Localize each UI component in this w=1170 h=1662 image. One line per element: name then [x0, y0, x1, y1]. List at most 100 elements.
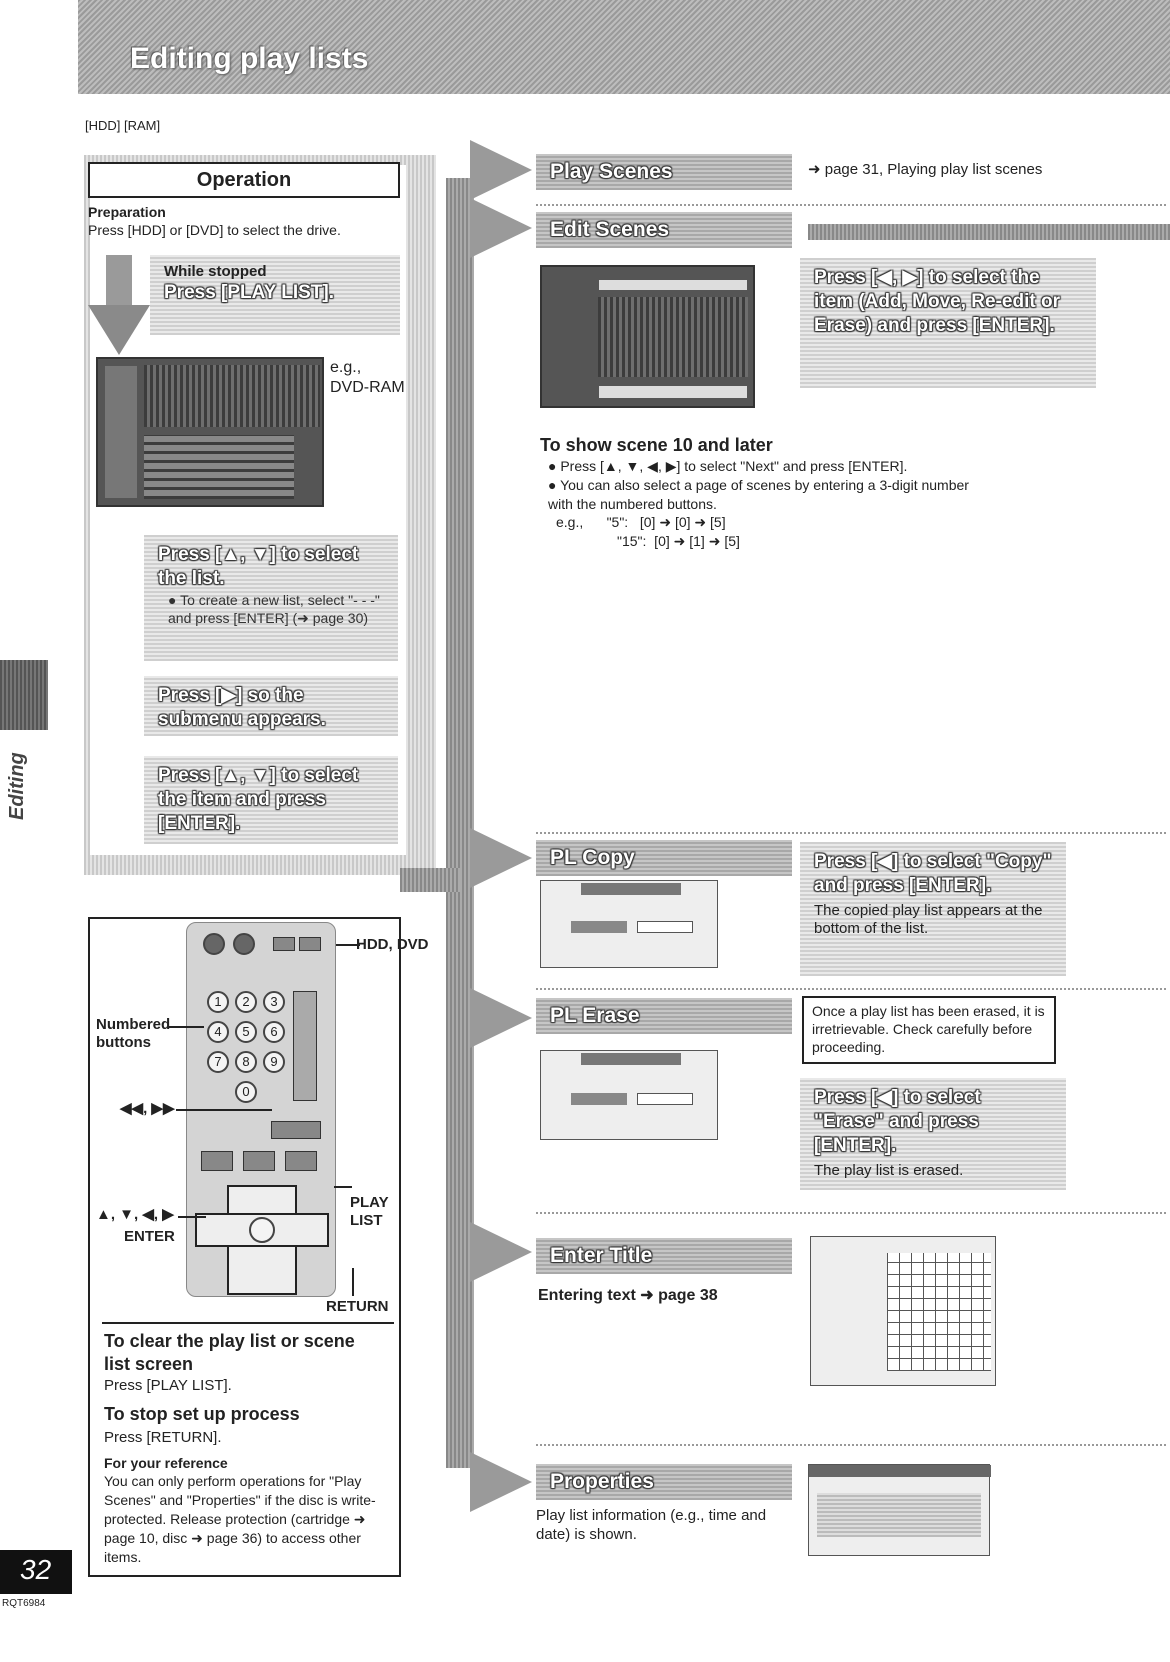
skip-keys: [271, 1121, 321, 1139]
leader-line: [336, 944, 360, 946]
hdd-dvd-callout: HDD, DVD: [356, 936, 429, 953]
skip-callout: ◀◀, ▶▶: [120, 1100, 175, 1117]
key-1: 1: [207, 991, 229, 1013]
stop-text: Press [RETURN].: [104, 1429, 222, 1446]
enter-title-heading: Enter Title: [536, 1238, 792, 1274]
erase-warning: Once a play list has been erased, it is …: [802, 996, 1056, 1064]
arrow-right-icon: [470, 988, 532, 1048]
document-code: RQT6984: [2, 1598, 46, 1609]
page-number: 32: [0, 1550, 72, 1594]
erase-dialog-image: [540, 1050, 718, 1140]
play-list-screen-image: [96, 357, 324, 507]
step-show-submenu: Press [▶] so the submenu appears.: [144, 676, 398, 736]
leader-line: [352, 1268, 354, 1296]
pl-copy-instruction: Press [◀] to select "Copy" and press [EN…: [814, 851, 1052, 896]
leader-line: [176, 1109, 272, 1111]
return-callout: RETURN: [326, 1298, 389, 1315]
scene-bullet-2: ● You can also select a page of scenes b…: [548, 477, 969, 512]
key-0: 0: [235, 1081, 257, 1103]
divider: [536, 1444, 1166, 1446]
arrow-right-icon: [470, 1452, 532, 1512]
step-press-play-list: While stopped Press [PLAY LIST].: [150, 255, 400, 335]
step-title: Press [▲, ▼] to select the list.: [158, 544, 359, 589]
section-tab: [0, 660, 48, 730]
properties-screen-image: [808, 1464, 991, 1556]
preparation-text: Press [HDD] or [DVD] to select the drive…: [88, 222, 341, 238]
key-6: 6: [263, 1021, 285, 1043]
key-2: 2: [235, 991, 257, 1013]
stop-heading: To stop set up process: [104, 1404, 300, 1424]
divider: [536, 832, 1166, 834]
step-select-list: Press [▲, ▼] to select the list. ● To cr…: [144, 535, 398, 661]
hdd-key: [273, 937, 295, 951]
edit-scenes-instruction: Press [◀, ▶] to select the item (Add, Mo…: [814, 267, 1060, 336]
pl-erase-heading: PL Erase: [536, 998, 792, 1034]
edit-scenes-bar: [808, 224, 1170, 240]
key-9: 9: [263, 1051, 285, 1073]
edit-scenes-screen-image: [540, 265, 755, 408]
leader-line: [168, 1026, 204, 1028]
example-eg: e.g.,: [330, 359, 362, 376]
pl-copy-heading: PL Copy: [536, 840, 792, 876]
drive-tags: [HDD] [RAM]: [85, 118, 161, 133]
arrow-right-icon: [470, 828, 532, 888]
arrows-callout: ▲, ▼, ◀, ▶: [96, 1206, 174, 1223]
step-note: ● To create a new list, select "- - -" a…: [168, 592, 380, 626]
page-title: Editing play lists: [130, 42, 369, 75]
step-title: Press [PLAY LIST].: [164, 282, 335, 303]
step-title: Press [▶] so the submenu appears.: [158, 685, 326, 730]
dvd-key: [299, 937, 321, 951]
title-banner: [78, 0, 1170, 94]
scene-10-heading: To show scene 10 and later: [540, 435, 773, 455]
key-5: 5: [235, 1021, 257, 1043]
key-4: 4: [207, 1021, 229, 1043]
power-icon: [203, 933, 225, 955]
step-precondition: While stopped: [164, 263, 267, 280]
numbered-buttons-callout: Numbered buttons: [96, 1016, 171, 1051]
key-3: 3: [263, 991, 285, 1013]
scene-bullet-1: ● Press [▲, ▼, ◀, ▶] to select "Next" an…: [548, 458, 908, 474]
divider: [536, 988, 1166, 990]
enter-title-screen-image: [810, 1236, 996, 1386]
step-title: Press [▲, ▼] to select the item and pres…: [158, 765, 359, 834]
flow-connector: [446, 178, 474, 1468]
divider: [536, 204, 1166, 206]
reference-text: You can only perform operations for "Pla…: [104, 1473, 376, 1565]
section-label: Editing: [6, 752, 28, 820]
play-scenes-heading: Play Scenes: [536, 154, 792, 190]
enter-callout: ENTER: [124, 1228, 175, 1245]
pl-copy-instruction-box: Press [◀] to select "Copy" and press [EN…: [800, 842, 1066, 976]
pl-erase-instruction-box: Press [◀] to select "Erase" and press [E…: [800, 1078, 1066, 1190]
example-dvd-ram: DVD-RAM: [330, 379, 405, 396]
pause-key: [243, 1151, 275, 1171]
clear-text: Press [PLAY LIST].: [104, 1377, 232, 1394]
key-7: 7: [207, 1051, 229, 1073]
step-select-item: Press [▲, ▼] to select the item and pres…: [144, 756, 398, 844]
pl-copy-result: The copied play list appears at the bott…: [814, 902, 1043, 937]
enter-key: [249, 1217, 275, 1243]
remote-control-image: 1 2 3 4 5 6 7 8 9 0: [186, 922, 336, 1297]
play-list-callout: PLAY LIST: [350, 1194, 389, 1229]
leader-line: [178, 1216, 206, 1218]
arrow-right-icon: [470, 1222, 532, 1282]
arrow-right-icon: [470, 140, 532, 200]
scene-example-1: e.g., "5": [0] ➜ [0] ➜ [5]: [556, 514, 726, 530]
operation-title: Operation: [88, 162, 400, 198]
divider: [102, 1322, 394, 1324]
flow-link: [400, 868, 460, 892]
divider: [536, 1212, 1166, 1214]
enter-title-reference: Entering text ➜ page 38: [538, 1287, 718, 1304]
power-icon: [233, 933, 255, 955]
properties-text: Play list information (e.g., time and da…: [536, 1507, 767, 1543]
arrow-right-icon: [470, 198, 532, 258]
leader-line: [334, 1186, 352, 1188]
play-key: [285, 1151, 317, 1171]
key-8: 8: [235, 1051, 257, 1073]
edit-scenes-instruction-box: Press [◀, ▶] to select the item (Add, Mo…: [800, 258, 1096, 388]
pl-erase-instruction: Press [◀] to select "Erase" and press [E…: [814, 1087, 981, 1156]
stop-key: [201, 1151, 233, 1171]
scene-example-2: "15": [0] ➜ [1] ➜ [5]: [617, 533, 740, 549]
example-label: e.g., DVD-RAM: [330, 358, 405, 398]
clear-heading: To clear the play list or scene list scr…: [104, 1331, 355, 1374]
reference-heading: For your reference: [104, 1455, 228, 1471]
